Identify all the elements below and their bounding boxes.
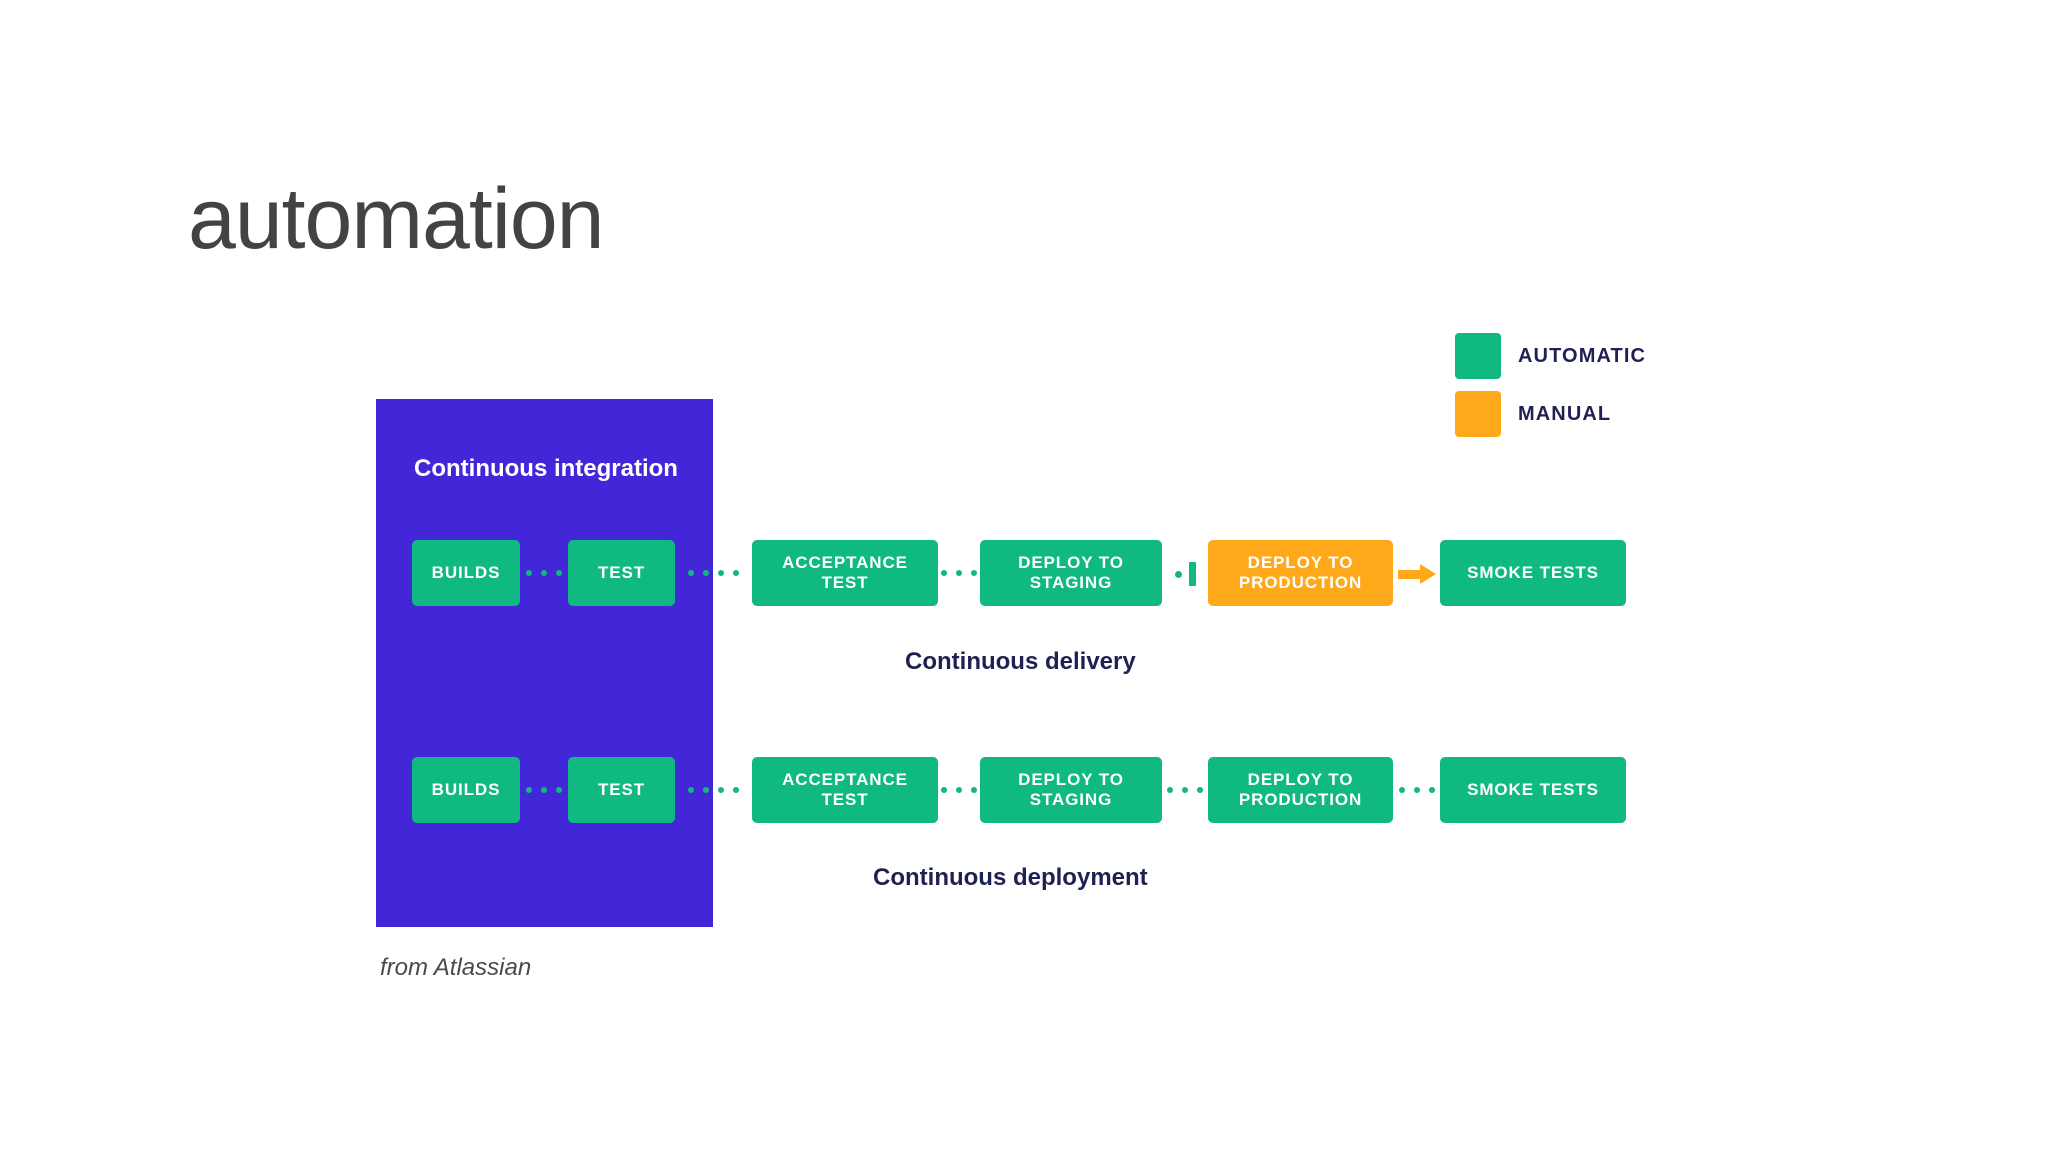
stage-builds[interactable]: BUILDS: [412, 540, 520, 606]
connector-dot: [526, 570, 532, 576]
stage-label: SMOKE TESTS: [1467, 563, 1599, 583]
stage-label: BUILDS: [431, 780, 501, 800]
connector-dot: [718, 787, 724, 793]
connector-dot: [971, 570, 977, 576]
connector-dotted: [526, 570, 562, 576]
connector-dot: [956, 570, 962, 576]
legend-item-automatic: AUTOMATIC: [1455, 333, 1646, 379]
connector-dot: [703, 570, 709, 576]
stage-label: BUILDS: [431, 563, 501, 583]
connector-manual-gate: [1174, 562, 1196, 586]
stage-test[interactable]: TEST: [568, 757, 675, 823]
connector-dot: [703, 787, 709, 793]
automatic-swatch: [1455, 333, 1501, 379]
connector-dot: [526, 787, 532, 793]
stage-smoke-tests[interactable]: SMOKE TESTS: [1440, 757, 1626, 823]
legend-label: AUTOMATIC: [1518, 344, 1647, 367]
continuous-integration-label: Continuous integration: [414, 455, 678, 482]
connector-dot: [1413, 787, 1420, 793]
connector-dot: [541, 570, 547, 576]
connector-dot: [688, 570, 694, 576]
connector-dot: [688, 787, 694, 793]
stage-smoke-tests[interactable]: SMOKE TESTS: [1440, 540, 1626, 606]
connector-dotted: [941, 787, 977, 793]
stage-test[interactable]: TEST: [568, 540, 675, 606]
connector-dot: [1197, 787, 1203, 793]
connector-dot: [541, 787, 547, 793]
caption-continuous-deployment: Continuous deployment: [873, 864, 1148, 891]
legend-label: MANUAL: [1518, 402, 1612, 425]
legend-item-manual: MANUAL: [1455, 391, 1646, 437]
connector-dotted: [688, 787, 739, 793]
connector-dot: [733, 787, 739, 793]
attribution-text: from Atlassian: [380, 954, 532, 981]
connector-dot: [1398, 787, 1405, 793]
connector-dot: [556, 570, 562, 576]
stage-builds[interactable]: BUILDS: [412, 757, 520, 823]
connector-dotted: [526, 787, 562, 793]
connector-dotted: [1398, 787, 1435, 793]
connector-dot: [971, 787, 977, 793]
stage-label: TEST: [597, 563, 646, 583]
caption-continuous-delivery: Continuous delivery: [905, 648, 1136, 675]
connector-dot: [1182, 787, 1188, 793]
connector-dotted: [1167, 787, 1203, 793]
connector-dot: [733, 570, 739, 576]
connector-dotted: [688, 570, 739, 576]
connector-dot: [941, 570, 947, 576]
connector-dotted: [941, 570, 977, 576]
legend: AUTOMATIC MANUAL: [1455, 333, 1646, 437]
page-title: automation: [188, 171, 605, 267]
stage-label: SMOKE TESTS: [1467, 780, 1599, 800]
connector-dot: [941, 787, 947, 793]
connector-dot: [956, 787, 962, 793]
connector-arrow: [1397, 564, 1436, 584]
stage-label: TEST: [597, 780, 646, 800]
connector-dot: [1428, 787, 1435, 793]
connector-dot: [556, 787, 562, 793]
continuous-integration-panel: Continuous integration: [376, 399, 713, 927]
connector-dot: [718, 570, 724, 576]
manual-swatch: [1455, 391, 1501, 437]
connector-dot: [1167, 787, 1173, 793]
